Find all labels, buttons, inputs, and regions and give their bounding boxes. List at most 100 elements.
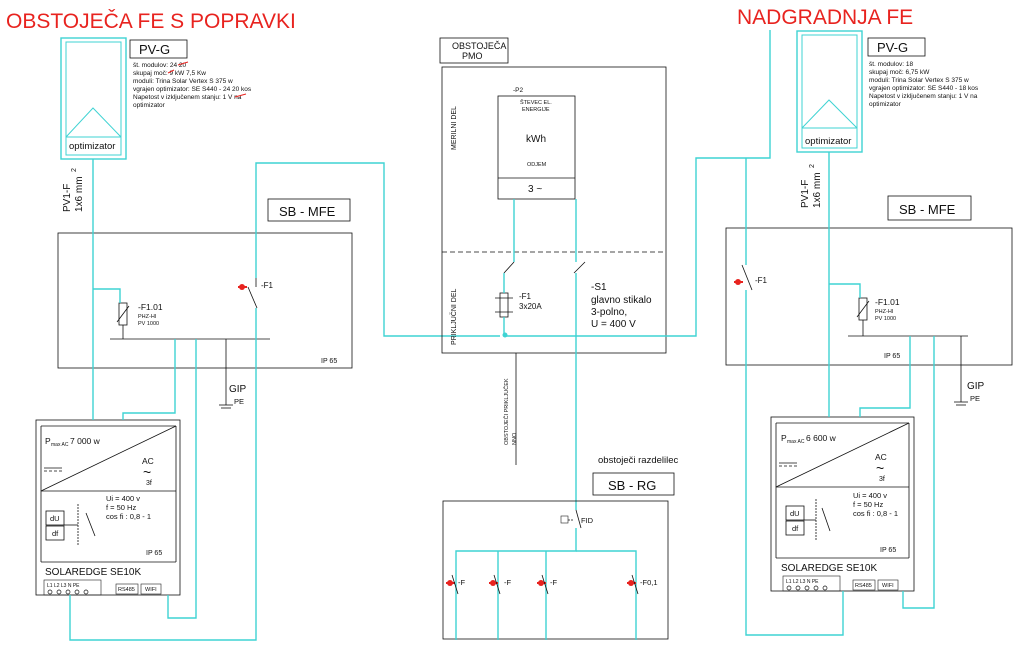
left-ac-tilde: ~ bbox=[143, 464, 151, 480]
right-spec-4: vgrajen optimizator: SE S440 - 18 kos bbox=[869, 85, 979, 92]
right-df-label: df bbox=[792, 524, 799, 533]
left-pmax-p: P bbox=[45, 436, 51, 446]
left-cable-sup: 2 bbox=[71, 168, 78, 172]
left-rs485-port bbox=[115, 583, 139, 595]
left-model-label: SOLAREDGE SE10K bbox=[45, 567, 141, 578]
left-spec-6: optimizator bbox=[133, 102, 166, 109]
left-switch-f1 bbox=[238, 278, 258, 309]
right-sb-mfe-label: SB - MFE bbox=[899, 202, 956, 217]
right-rs485-port bbox=[852, 579, 876, 591]
cable-vert-1: OBSTOJEČI PRIKLJUČEK bbox=[503, 378, 510, 445]
meter-kwh: kWh bbox=[526, 134, 546, 145]
rg-box-label: SB - RG bbox=[608, 478, 656, 493]
title-left: OBSTOJEČA FE S POPRAVKI bbox=[6, 10, 296, 33]
left-sb-mfe-box bbox=[267, 198, 351, 222]
rg-f-c: -F bbox=[550, 578, 557, 587]
right-ip-inv: IP 65 bbox=[880, 547, 896, 554]
prikljucni-label: PRIKLJUČNI DEL bbox=[449, 288, 458, 345]
left-spec-3: moduli: Trina Solar Vertex S 375 w bbox=[133, 78, 233, 85]
left-spec-1: št. modulov: 24 20 bbox=[133, 62, 186, 69]
right-spec-5: Napetost v izključenem stanju: 1 V na bbox=[869, 93, 978, 100]
merilni-label: MERILNI DEL bbox=[451, 106, 458, 150]
left-system: optimizator PV-G št. modulov: 24 20 skup… bbox=[35, 37, 500, 641]
right-sb-enclosure bbox=[725, 227, 1013, 366]
left-pmax-sub: max AC bbox=[51, 442, 69, 448]
left-pvg-label: PV-G bbox=[139, 42, 170, 57]
right-spec-2: skupaj moč: 6,75 kW bbox=[869, 69, 930, 76]
right-f1-label: -F1 bbox=[755, 276, 768, 285]
left-sb-ip: IP 65 bbox=[321, 358, 337, 365]
left-df-label: df bbox=[52, 529, 59, 538]
right-ac-tilde: ~ bbox=[876, 460, 884, 476]
left-f101-sub2: PV 1000 bbox=[138, 321, 159, 327]
rg-breaker-c bbox=[537, 574, 549, 595]
rg-label: obstoječi razdelilec bbox=[598, 455, 679, 466]
pmo-f1-rating: 3x20A bbox=[519, 302, 542, 311]
left-wifi-port bbox=[140, 583, 162, 595]
right-rs485-label: RS485 bbox=[855, 583, 872, 589]
left-spec-2: skupaj moč: 9 kW 7,5 Kw bbox=[133, 70, 206, 77]
meter-title-2: ENERGIJE bbox=[522, 107, 550, 113]
right-cable-cross: 1x6 mm bbox=[812, 172, 823, 208]
left-pv-panel-triangle bbox=[65, 107, 122, 138]
cable-vert-2: NNO bbox=[512, 432, 518, 445]
s1-desc-2: 3-polno, bbox=[591, 307, 627, 318]
right-spec-6: optimizator bbox=[869, 101, 902, 108]
left-du-box bbox=[45, 510, 65, 526]
pmo-title-1: OBSTOJEČA bbox=[452, 41, 506, 51]
meter-p2: -P2 bbox=[513, 87, 524, 94]
left-sb-enclosure bbox=[57, 232, 353, 369]
right-cable-sup: 2 bbox=[809, 164, 816, 168]
left-pv-panel-inner bbox=[65, 41, 122, 156]
left-inverter bbox=[35, 419, 181, 596]
right-wifi-label: WIFI bbox=[882, 583, 894, 589]
pmo-f1-label: -F1 bbox=[519, 292, 532, 301]
right-terminals-label: L1 L2 L3 N PE bbox=[786, 579, 819, 585]
right-gip-label: GIP bbox=[967, 381, 985, 392]
left-pvg-box bbox=[129, 39, 188, 59]
left-spec-4: vgrajen optimizator: SE S440 - 24 20 kos bbox=[133, 86, 252, 93]
right-ui: Ui = 400 v bbox=[853, 491, 887, 500]
pmo-title-box bbox=[439, 37, 509, 64]
rg-enclosure bbox=[442, 500, 669, 640]
meter-title-1: ŠTEVEC EL. bbox=[520, 99, 552, 106]
right-spec-3: moduli: Trina Solar Vertex S 375 w bbox=[869, 77, 969, 84]
center-pmo: OBSTOJEČA PMO MERILNI DEL PRIKLJUČNI DEL… bbox=[439, 30, 771, 510]
right-system: optimizator PV-G št. modulov: 18 skupaj … bbox=[725, 30, 1013, 636]
right-pvg-box bbox=[867, 37, 926, 57]
right-pe-label: PE bbox=[970, 394, 980, 403]
right-pvg-label: PV-G bbox=[877, 40, 908, 55]
left-terminals-label: L1 L2 L3 N PE bbox=[47, 583, 80, 589]
right-ac-3f: 3f bbox=[879, 476, 885, 483]
right-pmax-val: 6 600 w bbox=[806, 433, 837, 443]
left-sb-mfe-label: SB - MFE bbox=[279, 204, 336, 219]
left-pmax-val: 7 000 w bbox=[70, 436, 101, 446]
left-wifi-label: WIFI bbox=[145, 587, 157, 593]
right-cos: cos fi : 0,8 - 1 bbox=[853, 509, 898, 518]
rg-f-a: -F bbox=[458, 578, 465, 587]
left-pe-label: PE bbox=[234, 397, 244, 406]
right-freq: f = 50 Hz bbox=[853, 500, 883, 509]
meter-odjem: ODJEM bbox=[527, 162, 547, 168]
left-spec-5: Napetost v izključenem stanju: 1 V na bbox=[133, 94, 242, 101]
left-terminal-block bbox=[43, 579, 102, 596]
left-f101-sub1: PHZ-HI bbox=[138, 314, 157, 320]
right-pv-panel-outer bbox=[796, 30, 863, 153]
left-cable-cross: 1x6 mm bbox=[74, 176, 85, 212]
right-cable-label: PV1-F bbox=[800, 180, 811, 208]
sb-rg: obstoječi razdelilec SB - RG FID -F -F -… bbox=[442, 455, 679, 640]
pmo-enclosure bbox=[441, 66, 667, 354]
rg-breaker-b bbox=[489, 574, 501, 595]
svg-text:P: P bbox=[45, 436, 51, 446]
left-ac-3f: 3f bbox=[146, 480, 152, 487]
rg-breaker-d bbox=[627, 574, 639, 595]
rg-box bbox=[592, 472, 675, 496]
left-ui: Ui = 400 v bbox=[106, 494, 140, 503]
right-pmax-sub: max AC bbox=[787, 439, 805, 445]
right-switch-f1 bbox=[734, 264, 753, 291]
right-pv-panel-inner bbox=[801, 34, 858, 149]
left-cos: cos fi : 0,8 - 1 bbox=[106, 512, 151, 521]
left-f101-label: -F1.01 bbox=[138, 302, 163, 312]
meter-phase: 3 ~ bbox=[528, 184, 542, 195]
